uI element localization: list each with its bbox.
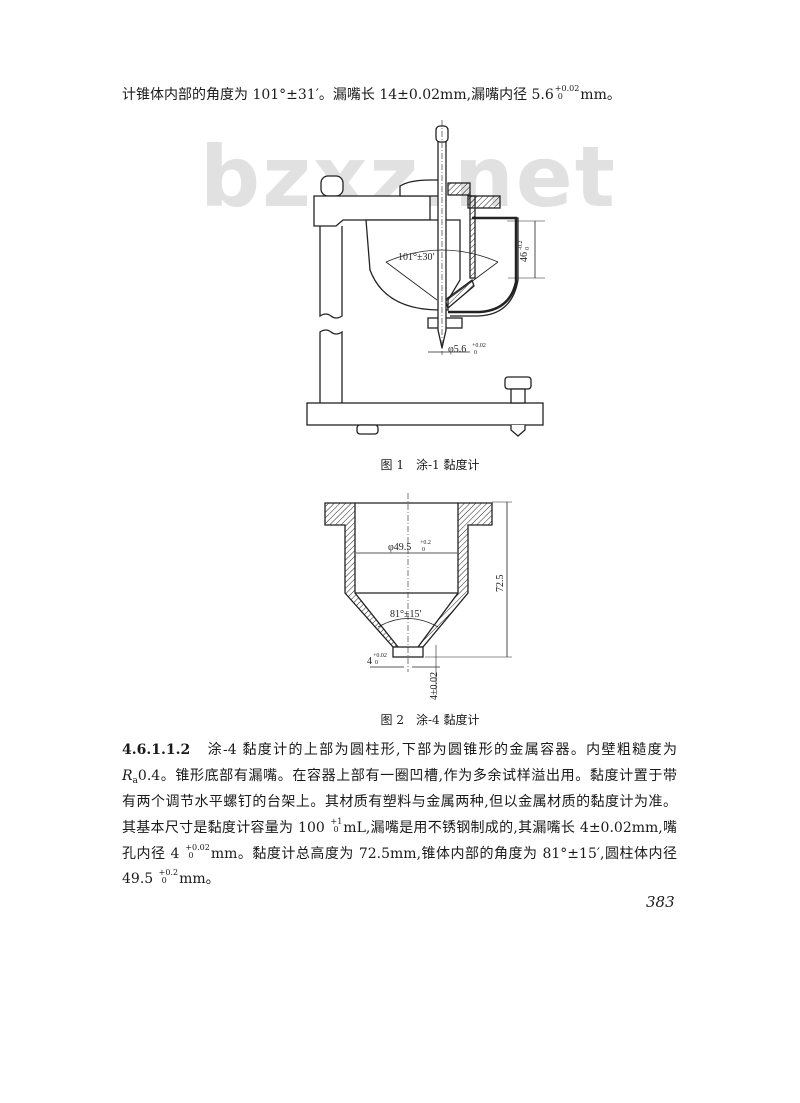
tolerance-lower: 0 xyxy=(422,547,425,553)
cup-right-wall xyxy=(416,502,493,648)
intro-text-line: 计锥体内部的角度为 101°±31′。漏嘴长 14±0.02mm,漏嘴内径 5.… xyxy=(122,84,677,104)
base-foot xyxy=(356,424,379,435)
base-plate xyxy=(306,402,544,426)
tolerance-lower: 0 xyxy=(525,247,531,250)
tolerance-lower: 0 xyxy=(474,350,477,356)
paragraph-line: Ra0.4。锥形底部有漏嘴。在容器上部有一圈凹槽,作为多余试样溢出用。黏度计置于… xyxy=(122,767,677,790)
tolerance-upper: +0.02 xyxy=(472,343,486,349)
level-screw-knob xyxy=(504,376,532,390)
figure-2-viscometer-drawing xyxy=(324,493,512,690)
figure-2-caption: 图 2 涂-4 黏度计 xyxy=(380,713,480,727)
text: 涂-4 黏度计的上部为圆柱形,下部为圆锥形的金属容器。内壁粗糙度为 xyxy=(207,742,677,758)
text: 孔内径 4 xyxy=(122,846,180,862)
figure-1-caption: 图 1 涂-1 黏度计 xyxy=(380,458,480,472)
fig2-angle-label: 81°±15′ xyxy=(390,609,422,620)
fig2-nozzle-length: 4±0.02 xyxy=(429,672,440,700)
stand-pole-lower xyxy=(319,329,343,403)
text: 0.4。锥形底部有漏嘴。在容器上部有一圈凹槽,作为多余试样溢出用。黏度计置于带 xyxy=(137,768,677,784)
fig1-height-dim: 46 xyxy=(519,252,530,262)
page-number: 383 xyxy=(646,893,675,911)
text: mm。 xyxy=(179,871,220,887)
section-number: 4.6.1.1.2 xyxy=(122,742,191,758)
tolerance-upper: +0.2 xyxy=(420,540,431,546)
text: mm。 xyxy=(580,87,621,103)
fig2-height-dim: 72.5 xyxy=(495,575,506,593)
tolerance-upper: +0.02 xyxy=(373,653,387,659)
tolerance-lower: 0 xyxy=(375,660,378,666)
text: 计锥体内部的角度为 101°±31′。漏嘴长 14±0.02mm,漏嘴内径 5.… xyxy=(122,87,554,103)
tolerance-upper: -0.2 xyxy=(518,241,524,251)
text: 其基本尺寸是黏度计容量为 100 xyxy=(122,820,325,836)
cup-left-wall xyxy=(324,502,400,648)
fig1-nozzle-dim: φ5.6 xyxy=(448,344,466,355)
fig2-nozzle-dim: 4 xyxy=(367,656,372,667)
text: mL,漏嘴是用不锈钢制成的,其漏嘴长 4±0.02mm,嘴 xyxy=(343,820,678,836)
fig2-diameter-dim: φ49.5 xyxy=(388,542,411,553)
text: mm。黏度计总高度为 72.5mm,锥体内部的角度为 81°±15′,圆柱体内径 xyxy=(210,846,677,862)
paragraph-line: 有两个调节水平螺钉的台架上。其材质有塑料与金属两种,但以金属材质的黏度计为准。 xyxy=(122,794,677,810)
text: 49.5 xyxy=(122,871,154,887)
fig1-angle-label: 101°±30′ xyxy=(398,252,435,263)
paragraph-line: 4.6.1.1.2 涂-4 黏度计的上部为圆柱形,下部为圆锥形的金属容器。内壁粗… xyxy=(122,741,677,759)
text: a xyxy=(132,776,138,786)
text: R xyxy=(122,768,133,784)
stand-knob xyxy=(320,175,344,197)
lid-section xyxy=(447,182,471,196)
stand-pole-upper xyxy=(319,226,343,319)
figure-1-viscometer-drawing xyxy=(306,120,545,437)
